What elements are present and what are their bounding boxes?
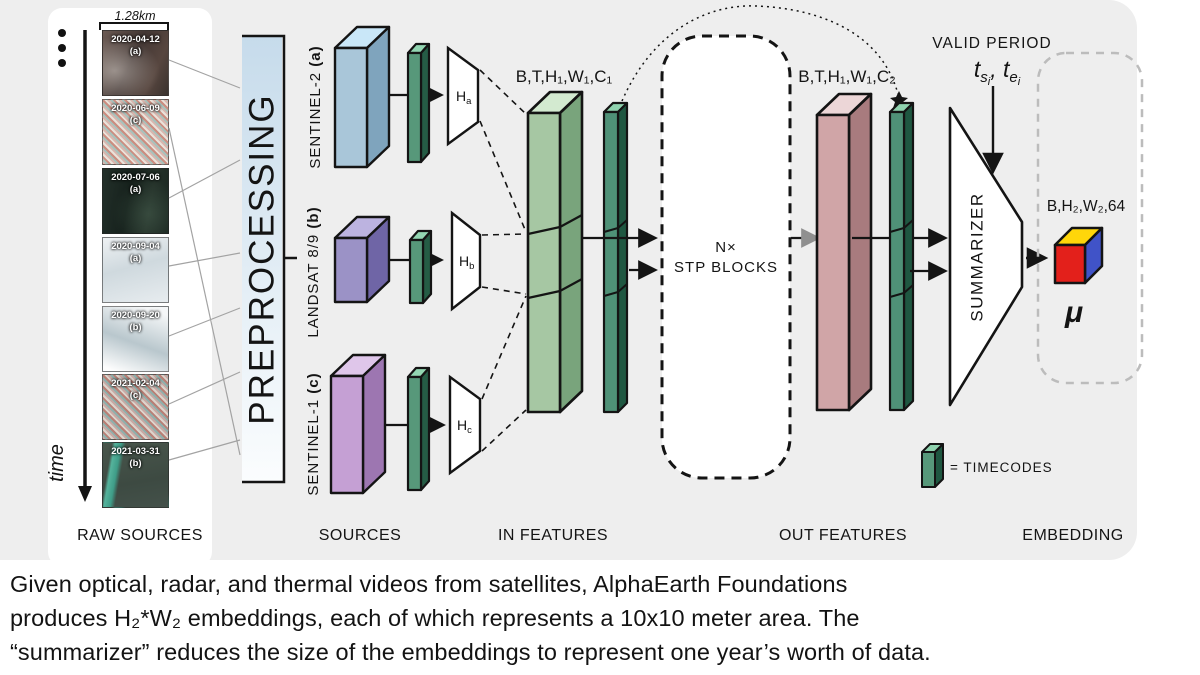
frame-date: 2021-02-04(c) <box>111 378 160 401</box>
scale-label: 1.28km <box>115 9 156 23</box>
satellite-frame-2: 2020-06-09(c) <box>102 99 169 165</box>
encoder-ha-label: Ha <box>456 88 472 107</box>
source-label-landsat: LANDSAT 8/9 (b) <box>305 206 322 337</box>
valid-period-math: tsi, tei <box>974 56 1021 88</box>
out-features-tensor <box>815 92 873 412</box>
encoder-hb-label: Hb <box>459 253 474 272</box>
embedding-dashed-region <box>1036 51 1144 385</box>
encoder-fan-lines <box>479 69 527 452</box>
summarizer-funnel <box>948 106 1024 407</box>
stp-blocks-box <box>660 34 792 480</box>
timecodes-skip-arc <box>621 5 899 102</box>
preprocessing-bracket <box>242 34 297 484</box>
figure-caption: Given optical, radar, and thermal videos… <box>10 567 1196 669</box>
sentinel2-cube <box>333 25 391 169</box>
frame-date: 2020-04-12(a) <box>111 34 160 57</box>
satellite-frame-6: 2021-02-04(c) <box>102 374 169 440</box>
ellipsis-dots-icon <box>58 29 66 67</box>
summarizer-label: SUMMARIZER <box>967 192 986 321</box>
embedding-cube <box>1053 226 1104 285</box>
satellite-frame-7: 2021-03-31(b) <box>102 442 169 508</box>
satellite-frame-5: 2020-09-20(b) <box>102 306 169 372</box>
preprocessing-box <box>242 36 282 482</box>
satellite-frame-3: 2020-07-06(a) <box>102 168 169 234</box>
satellite-frame-4: 2020-09-04(a) <box>102 237 169 303</box>
satellite-frame-1: 2020-04-12(a) <box>102 30 169 96</box>
frame-date: 2021-03-31(b) <box>111 446 160 469</box>
source-label-sentinel2: SENTINEL-2 (a) <box>307 45 324 168</box>
section-label-embedding: EMBEDDING <box>1022 527 1123 544</box>
encoder-ha <box>446 45 480 147</box>
stp-blocks-line1: N× <box>715 239 737 256</box>
time-axis-arrowhead-icon <box>78 486 92 502</box>
frame-date: 2020-06-09(c) <box>111 103 160 126</box>
timecode-legend-icon <box>921 443 944 488</box>
source-label-sentinel1: SENTINEL-1 (c) <box>305 372 322 495</box>
scale-bracket <box>99 22 169 30</box>
encoder-hb <box>450 210 482 312</box>
stp-blocks-line2: STP BLOCKS <box>674 259 778 276</box>
frame-date: 2020-09-04(a) <box>111 241 160 264</box>
encoder-hc-label: Hc <box>457 417 472 436</box>
embedding-dims: B,H₂,W₂,64 <box>1047 198 1126 215</box>
timecode-legend-label: = TIMECODES <box>950 460 1053 475</box>
section-label-out: OUT FEATURES <box>779 527 907 544</box>
landsat-cube <box>333 215 391 304</box>
architecture-diagram: 1.28km time PREPROCESSING SENTINEL-2 (a)… <box>46 5 1144 544</box>
sentinel1-cube <box>329 353 387 495</box>
encoder-hc <box>448 374 482 476</box>
out-features-dims: B,T,H₁,W₁,C₂ <box>798 67 895 86</box>
embedding-mu-symbol: μ <box>1064 296 1083 329</box>
skip-arc-star-icon <box>890 91 908 108</box>
in-features-dims: B,T,H₁,W₁,C₁ <box>516 67 613 86</box>
frame-date: 2020-07-06(a) <box>111 172 160 195</box>
time-axis-label: time <box>46 444 68 482</box>
section-label-raw: RAW SOURCES <box>77 527 203 544</box>
timecode-bar-a <box>406 42 431 164</box>
frame-connector-lines <box>168 59 241 461</box>
section-label-sources: SOURCES <box>319 527 402 544</box>
out-timecodes-bar <box>888 101 915 412</box>
section-label-in: IN FEATURES <box>498 527 608 544</box>
timecode-bar-b <box>408 229 433 305</box>
caption-line-2: produces H₂*W₂ embeddings, each of which… <box>10 605 860 631</box>
in-timecodes-bar <box>602 101 629 414</box>
in-features-tensor <box>526 90 584 414</box>
valid-period-label: VALID PERIOD <box>932 35 1051 52</box>
preprocessing-label: PREPROCESSING <box>242 93 281 424</box>
caption-line-1: Given optical, radar, and thermal videos… <box>10 571 848 597</box>
timecode-bar-c <box>406 366 431 492</box>
caption-line-3: “summarizer” reduces the size of the emb… <box>10 639 931 665</box>
frame-date: 2020-09-20(b) <box>111 310 160 333</box>
